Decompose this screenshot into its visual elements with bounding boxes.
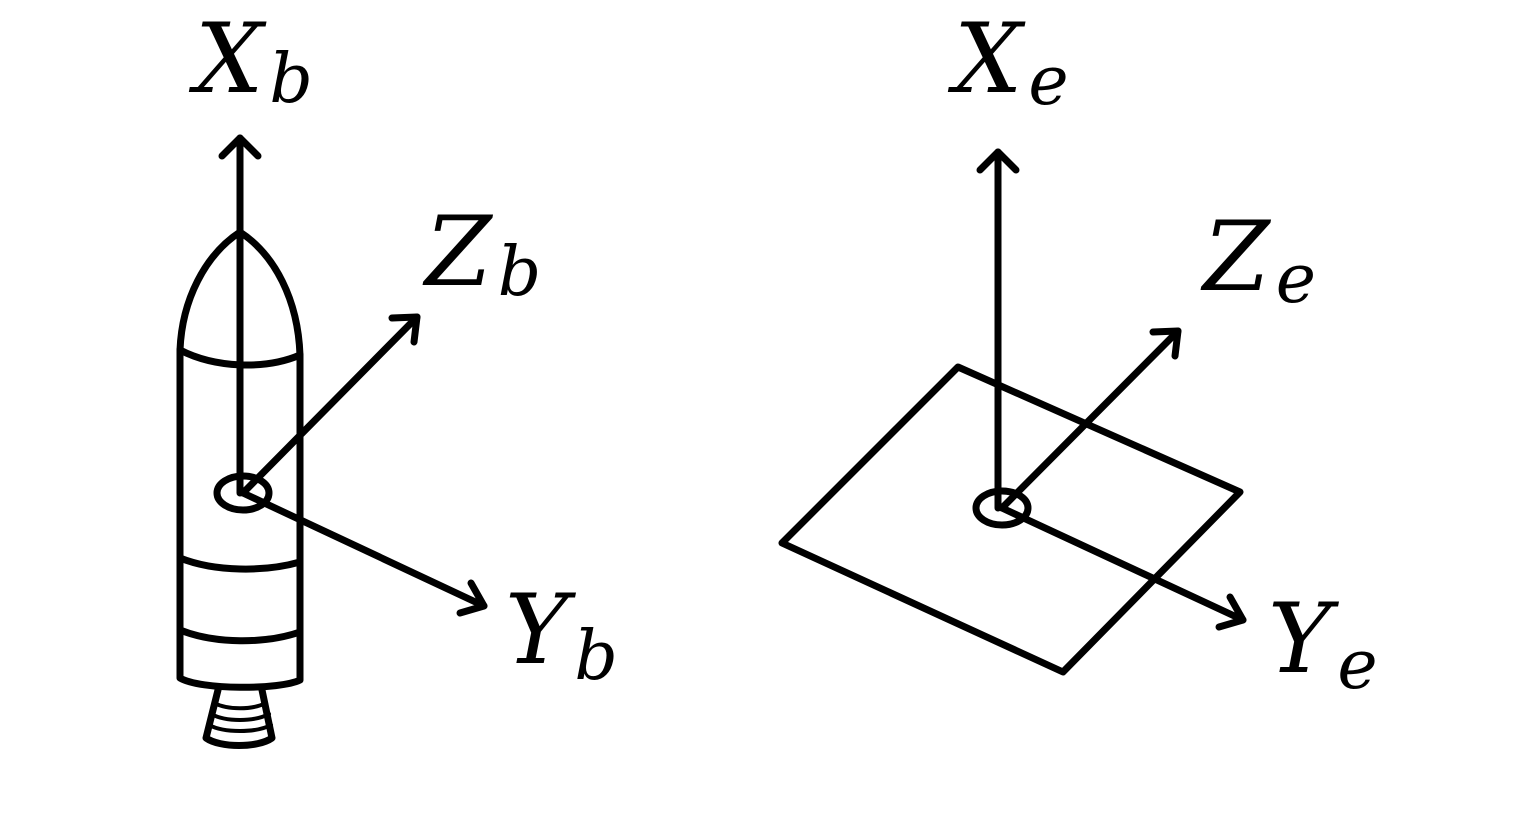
earth-z-axis xyxy=(998,327,1182,512)
rocket-icon xyxy=(176,228,304,749)
body-x-axis xyxy=(218,134,262,497)
ground-plane xyxy=(778,363,1244,676)
earth-x-arrowhead xyxy=(976,148,1020,174)
body-y-arrowhead xyxy=(456,579,488,617)
earth-y-label: Ye xyxy=(1268,583,1378,705)
body-x-arrowhead xyxy=(218,134,262,160)
earth-x-label: Xe xyxy=(947,3,1069,121)
rocket-body xyxy=(176,346,304,691)
body-y-label: Yb xyxy=(505,574,618,696)
body-y-label-subscript: b xyxy=(574,617,618,696)
earth-z-arrowhead xyxy=(1149,327,1182,360)
earth-y-label-subscript: e xyxy=(1337,626,1377,705)
rocket-nozzle-stripe-1 xyxy=(212,701,268,711)
rocket-band-2 xyxy=(176,626,304,645)
earth-y-arrowhead xyxy=(1215,593,1247,631)
earth-x-axis xyxy=(976,148,1020,512)
earth-frame: Xe Ze Ye xyxy=(778,3,1378,705)
earth-z-label: Ze xyxy=(1200,201,1316,319)
rocket-nozzle-stripe-2 xyxy=(209,712,271,722)
body-x-label-subscript: b xyxy=(269,40,313,119)
body-x-label: Xb xyxy=(188,3,313,119)
body-z-axis xyxy=(239,313,421,497)
earth-origin-marker xyxy=(972,487,1032,529)
earth-y-axis xyxy=(998,504,1247,631)
earth-x-label-subscript: e xyxy=(1028,42,1068,121)
body-z-arrowhead xyxy=(388,313,421,346)
body-z-label: Zb xyxy=(422,196,541,312)
rocket-band-1 xyxy=(176,554,304,573)
body-z-label-subscript: b xyxy=(498,233,542,312)
body-frame: Xb Zb Yb xyxy=(176,3,618,749)
body-y-axis xyxy=(239,489,488,617)
earth-z-label-subscript: e xyxy=(1276,240,1316,319)
rocket-nozzle-stripe-3 xyxy=(207,723,273,733)
rocket-nozzle xyxy=(202,686,276,749)
